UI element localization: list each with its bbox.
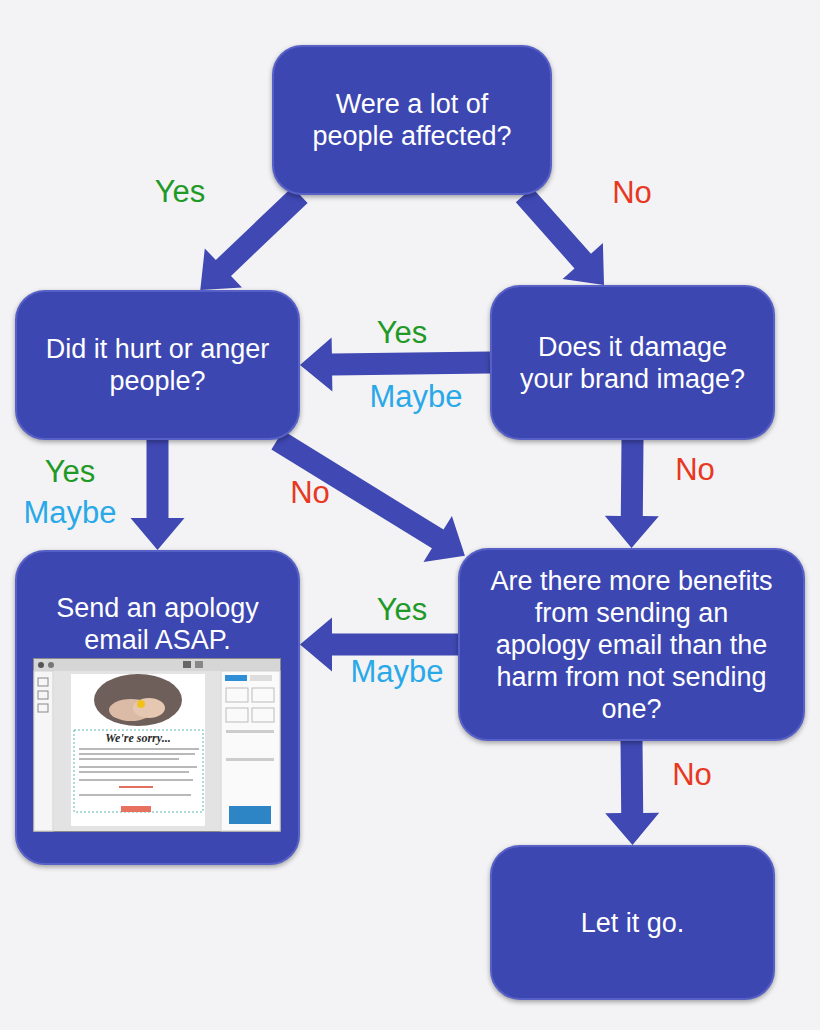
decision-box: Are there more benefits from sending an …: [458, 548, 805, 741]
text-line: [79, 771, 189, 773]
panel-block: [252, 688, 274, 702]
right-panel: [221, 671, 280, 831]
toolbar-icon: [195, 661, 203, 668]
edge-label: No: [672, 758, 712, 792]
block-arrow: [605, 741, 659, 845]
block-arrow: [200, 187, 307, 290]
node-text: Were a lot of people affected?: [304, 88, 520, 152]
block-arrow: [131, 440, 185, 550]
node-text: Does it damage your brand image?: [516, 331, 749, 395]
toolbar-icon: [48, 662, 54, 668]
email-editor-screenshot: [33, 658, 281, 832]
hands: [133, 698, 165, 718]
panel-tab: [225, 675, 247, 681]
email-body: [71, 674, 205, 826]
tool-icon: [38, 704, 48, 712]
edge-label: Yes: [45, 455, 96, 489]
photo: [94, 674, 182, 726]
email-heading: We're sorry...: [105, 731, 170, 746]
text-line: [79, 766, 197, 768]
edge-label: No: [290, 476, 330, 510]
decision-box: Does it damage your brand image?: [490, 285, 775, 440]
edge-label: Maybe: [23, 496, 116, 530]
decision-box: Were a lot of people affected?: [272, 45, 552, 195]
edge-label: No: [612, 176, 652, 210]
node-text: Send an apology email ASAP.: [31, 592, 284, 656]
tool-icon: [38, 691, 48, 699]
text-line: [79, 758, 179, 760]
text-line: [79, 779, 193, 781]
panel-block: [226, 708, 248, 722]
text-line: [79, 748, 199, 750]
block-arrow: [271, 431, 465, 562]
text-line: [79, 794, 191, 796]
node-text: Did it hurt or anger people?: [31, 333, 284, 397]
decision-box: Did it hurt or anger people?: [15, 290, 300, 440]
toolbar: [34, 659, 280, 671]
text-line: [119, 786, 153, 788]
block-arrow: [605, 440, 659, 548]
edge-label: Yes: [155, 175, 206, 209]
selection-outline: [74, 730, 203, 812]
toolbar-icon: [183, 661, 191, 668]
toolbar-icon: [38, 662, 44, 668]
canvas-area: [54, 671, 220, 831]
flower: [137, 700, 145, 708]
email-button: [121, 806, 151, 812]
panel-line: [226, 730, 274, 733]
edge-label: Yes: [377, 316, 428, 350]
window-frame: [34, 659, 281, 832]
panel-preview: [229, 806, 271, 824]
block-arrow: [516, 188, 604, 285]
panel-block: [226, 688, 248, 702]
edge-label: Maybe: [350, 655, 443, 689]
edge-label: Yes: [377, 593, 428, 627]
node-text: Let it go.: [581, 907, 685, 939]
tool-icon: [38, 678, 48, 686]
edge-label: No: [675, 453, 715, 487]
panel-block: [252, 708, 274, 722]
panel-tab: [250, 675, 272, 681]
left-panel: [34, 671, 53, 831]
text-line: [79, 753, 195, 755]
panel-line: [226, 758, 274, 761]
end-box: Let it go.: [490, 845, 775, 1000]
edge-label: Maybe: [369, 380, 462, 414]
node-text: Are there more benefits from sending an …: [486, 565, 777, 725]
